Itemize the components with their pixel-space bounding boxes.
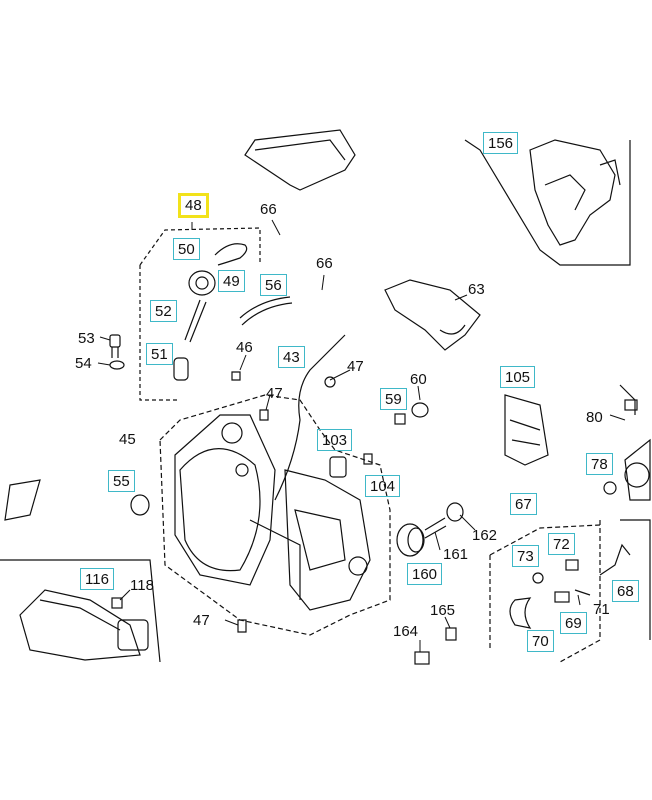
plate-part-63: [384, 279, 481, 351]
pipe-part-52: [184, 299, 207, 343]
callout-50[interactable]: 50: [173, 238, 200, 260]
nut-part-162: [446, 502, 464, 522]
callout-43[interactable]: 43: [278, 346, 305, 368]
callout-49[interactable]: 49: [218, 270, 245, 292]
label-53: 53: [78, 330, 95, 347]
part-72: [565, 559, 579, 571]
label-80: 80: [586, 409, 603, 426]
callout-105[interactable]: 105: [500, 366, 536, 388]
label-66-top: 66: [260, 201, 277, 218]
screw-part-59: [394, 413, 406, 425]
plate-part-105: [504, 394, 549, 466]
callout-73[interactable]: 73: [512, 545, 539, 567]
screw-part-47-bottom: [237, 619, 247, 633]
screw-part-118: [111, 597, 123, 609]
screw-part-46: [231, 371, 241, 381]
part-69: [554, 591, 570, 603]
crankcase-housing: [159, 394, 391, 636]
label-47-bottom: 47: [193, 612, 210, 629]
washer-part-54: [109, 360, 125, 370]
label-71: 71: [593, 601, 610, 618]
label-63: 63: [468, 281, 485, 298]
callout-104[interactable]: 104: [365, 475, 401, 497]
callout-51[interactable]: 51: [146, 343, 173, 365]
fuel-line-part-56: [239, 296, 293, 326]
callout-59[interactable]: 59: [380, 388, 407, 410]
callout-48[interactable]: 48: [178, 193, 209, 218]
screw-part-53: [109, 334, 121, 358]
cap-part-50: [188, 270, 216, 296]
bracket-part-68: [599, 519, 651, 640]
part-73: [532, 572, 544, 584]
hose-part-49: [214, 243, 248, 266]
label-118: 118: [130, 577, 154, 594]
callout-55[interactable]: 55: [108, 470, 135, 492]
screw-part-104: [363, 453, 373, 465]
callout-68[interactable]: 68: [612, 580, 639, 602]
filter-part-51: [173, 357, 189, 381]
ring-part-70: [509, 597, 532, 629]
callout-116[interactable]: 116: [80, 568, 114, 590]
cable-part-43: [274, 334, 346, 501]
callout-103[interactable]: 103: [317, 429, 353, 451]
label-47-right: 47: [347, 358, 364, 375]
part-165: [445, 627, 457, 641]
callout-69[interactable]: 69: [560, 612, 587, 634]
part-103: [329, 456, 347, 478]
assembly-48-outline: [139, 227, 261, 401]
callout-67[interactable]: 67: [510, 493, 537, 515]
label-54: 54: [75, 355, 92, 372]
part-80: [619, 384, 638, 415]
label-45: 45: [119, 431, 136, 448]
housing-156-part: [464, 139, 631, 266]
label-162: 162: [472, 527, 498, 544]
leader-lines: [97, 219, 626, 652]
part-71: [574, 589, 591, 596]
top-cover-part: [244, 129, 356, 191]
callout-56[interactable]: 56: [260, 274, 287, 296]
label-164: 164: [393, 623, 419, 640]
callout-78[interactable]: 78: [586, 453, 613, 475]
label-161: 161: [443, 546, 469, 563]
callout-160[interactable]: 160: [407, 563, 443, 585]
screw-part-47-top: [259, 409, 269, 421]
callout-156[interactable]: 156: [483, 132, 519, 154]
label-47-upper: 47: [266, 385, 283, 402]
label-66-mid: 66: [316, 255, 333, 272]
pulley-part-160: [396, 523, 425, 557]
callout-52[interactable]: 52: [150, 300, 177, 322]
assembly-67-outline: [489, 520, 601, 663]
label-165: 165: [430, 602, 456, 619]
engine-right-part: [624, 438, 651, 501]
label-60: 60: [410, 371, 427, 388]
plug-part-55: [130, 494, 150, 516]
part-164: [414, 651, 430, 665]
ring-part-78: [603, 481, 617, 495]
bushing-part-60: [411, 402, 429, 418]
callout-72[interactable]: 72: [548, 533, 575, 555]
air-filter-part-116: [0, 479, 161, 663]
callout-70[interactable]: 70: [527, 630, 554, 652]
label-46: 46: [236, 339, 253, 356]
